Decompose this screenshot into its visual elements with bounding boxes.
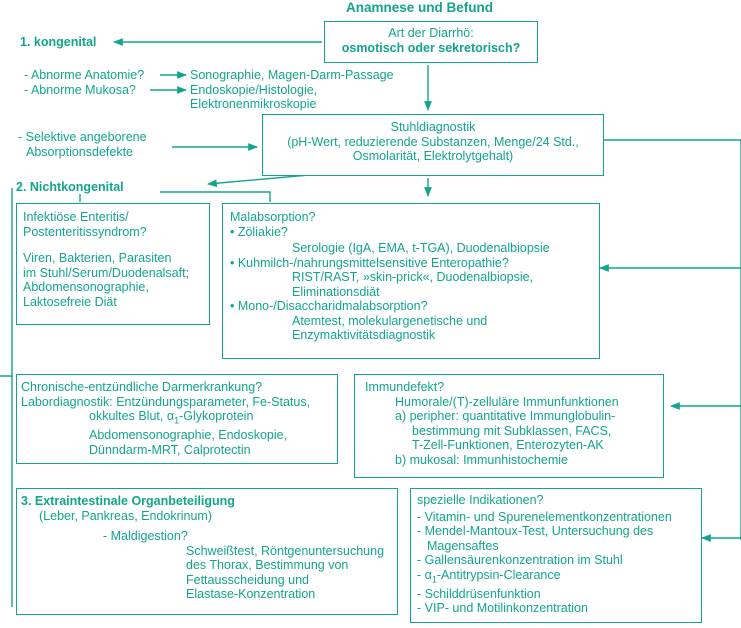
malabs-l1: Malabsorption? [230,210,316,224]
speziell-item-vitamin: - Vitamin- und Spurenelementkonzentratio… [417,509,672,524]
infekt-l3: Viren, Bakterien, Parasiten [23,251,172,265]
chronisch-l5: Dünndarm-MRT, Calprotectin [89,442,251,457]
speziell-i4-pre: - [417,567,425,582]
infekt-l2: Postenteritissyndrom? [23,224,147,239]
start-line2: osmotisch oder sekretorisch? [341,40,521,55]
malabs-l4: • Kuhmilch-/nahrungsmittelsensitive Ente… [230,255,509,270]
malabs-box: Malabsorption? • Zöliakie? Serologie (Ig… [222,203,600,359]
speziell-item-mantoux: - Mendel-Mantoux-Test, Untersuchung des [417,524,654,538]
kongenital-heading: 1. kongenital [20,35,97,49]
immun-l2: Humorale/(T)-zelluläre Immunfunktionen [395,394,619,409]
chronisch-l1: Chronische-entzündliche Darmerkrankung? [21,380,263,394]
extra-l7: Elastase-Konzentration [186,587,316,601]
immun-l3: a) peripher: quantitative Immunglobulin- [395,409,616,423]
connector-malabs [160,191,271,202]
mukosa-result-1: Endoskopie/Histologie, [190,83,318,97]
immun-l1: Immundefekt? [365,380,445,394]
immun-l4: bestimmung mit Subklassen, FACS, [412,423,612,438]
selektiv-line1: - Selektive angeborene [18,130,147,144]
mukosa-question: - Abnorme Mukosa? [24,83,136,97]
immun-box: Immundefekt? Humorale/(T)-zelluläre Immu… [354,374,664,478]
chronisch-l2: Labordiagnostik: Entzündungsparameter, F… [21,394,311,409]
left-spine [0,188,13,377]
speziell-i4-end: -Antitrypsin-Clearance [436,567,561,582]
speziell-item-antitrypsin: - α1-Antitrypsin-Clearance [417,568,701,587]
malabs-l5: RIST/RAST, »skin-prick«, Duodenalbiopsie… [292,270,534,284]
chronisch-l3-end: -Glykoprotein [179,409,254,423]
malabs-l9: Enzymaktivitätsdiagnostik [292,328,436,342]
infekt-l5: Abdomensonographie, [23,280,149,294]
extra-l2: (Leber, Pankreas, Endokrinum) [39,508,213,523]
extra-box: 3. Extraintestinale Organbeteiligung (Le… [16,488,398,615]
stuhl-box: Stuhldiagnostik (pH-Wert, reduzierende S… [262,114,604,176]
speziell-item-mantoux-cont: Magensaftes [427,538,499,553]
stuhl-line3: Osmolarität, Elektrolytgehalt) [352,149,514,163]
speziell-box: spezielle Indikationen? - Vitamin- und S… [410,488,702,623]
chronisch-l3-text: okkultes Blut, [89,409,164,423]
speziell-item-gallensaeuren: - Gallensäurenkonzentration im Stuhl [417,553,623,567]
nichtkongenital-heading: 2. Nichtkongenital [16,180,124,194]
alpha-symbol: α [424,567,432,582]
page-title: Anamnese und Befund [346,0,494,15]
speziell-item-vip: - VIP- und Motilinkonzentration [417,601,588,615]
immun-l6: b) mukosal: Immunhistochemie [395,452,568,467]
chronisch-l3: okkultes Blut, α1-Glykoprotein [21,409,337,428]
infekt-box: Infektiöse Enteritis/ Postenteritissyndr… [16,203,210,325]
mukosa-result-2: Elektronenmikroskopie [190,97,317,111]
stuhl-line1: Stuhldiagnostik [390,120,476,134]
speziell-item-schilddruese: - Schilddrüsenfunktion [417,586,541,601]
start-box: Art der Diarrhö: osmotisch oder sekretor… [324,21,538,63]
malabs-l8: Atemtest, molekulargenetische und [292,313,488,328]
extra-heading: 3. Extraintestinale Organbeteiligung [21,494,235,508]
immun-l5: T-Zell-Funktionen, Enterozyten-AK [412,438,604,452]
infekt-l6: Laktosefreie Diät [23,294,117,309]
alpha-subscript: 1 [174,415,180,426]
speziell-heading: spezielle Indikationen? [417,493,544,507]
extra-l6: Fettausscheidung und [186,572,310,587]
malabs-l7: • Mono-/Disaccharidmalabsorption? [230,299,428,313]
alpha-subscript: 1 [431,574,437,584]
anatomie-result: Sonographie, Magen-Darm-Passage [190,68,394,82]
infekt-l1: Infektiöse Enteritis/ [23,210,129,224]
anatomie-question: - Abnorme Anatomie? [24,68,145,82]
alpha-symbol: α [166,409,175,423]
chronisch-l4: Abdomensonographie, Endoskopie, [89,428,288,442]
extra-l4: Schweißtest, Röntgenuntersuchung [186,543,385,558]
malabs-l3: Serologie (IgA, EMA, t-TGA), Duodenalbio… [292,241,550,255]
start-line1: Art der Diarrhö: [388,26,474,40]
malabs-l6: Eliminationsdiät [292,284,380,299]
infekt-l4: im Stuhl/Serum/Duodenalsaft; [23,265,190,280]
extra-l5: des Thorax, Bestimmung von [186,558,349,572]
chronisch-box: Chronische-entzündliche Darmerkrankung? … [16,374,338,464]
extra-l3: - Maldigestion? [103,529,188,543]
stuhl-line2: (pH-Wert, reduzierende Substanzen, Menge… [287,134,579,149]
malabs-l2: • Zöliakie? [230,224,288,239]
selektiv-line2: Absorptionsdefekte [26,145,134,159]
